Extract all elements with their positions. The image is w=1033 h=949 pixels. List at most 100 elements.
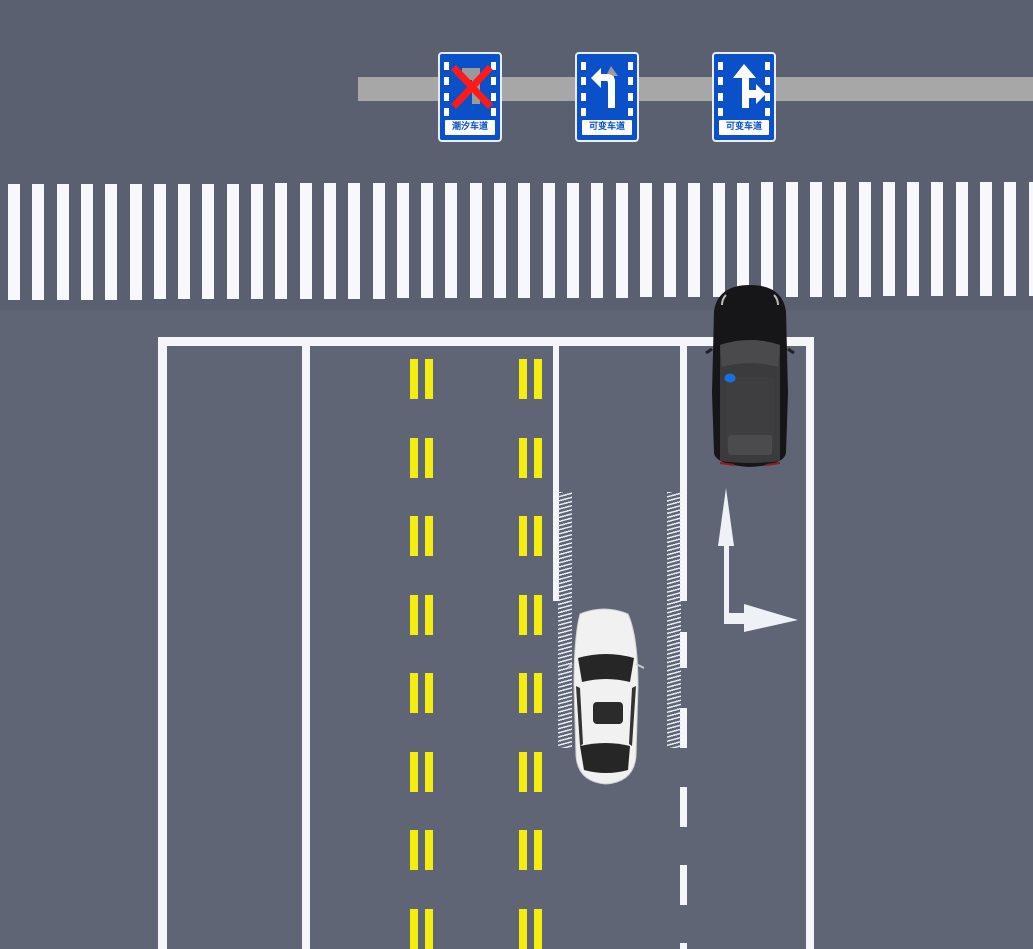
yellow-dash (410, 516, 418, 556)
crosswalk-stripe (518, 182, 531, 298)
crosswalk-stripe (688, 182, 701, 298)
yellow-dash (519, 673, 527, 713)
yellow-dash (410, 751, 418, 792)
crosswalk-stripe (299, 183, 312, 299)
yellow-dash (425, 516, 433, 556)
crosswalk-stripe (202, 183, 215, 300)
crosswalk-stripe (178, 183, 191, 300)
yellow-dash (425, 751, 433, 792)
yellow-dash (519, 594, 527, 635)
crosswalk-stripe (761, 182, 774, 297)
yellow-dash (410, 359, 418, 399)
crossed-arrow-icon (451, 65, 493, 109)
yellow-dash (425, 908, 433, 949)
crosswalk-stripe (226, 183, 239, 300)
crosswalk-stripe (955, 182, 968, 297)
crosswalk-stripe (712, 182, 725, 298)
yellow-dash (534, 437, 542, 478)
crosswalk-stripe (980, 182, 992, 296)
crosswalk-stripe (251, 183, 263, 299)
variable-lane-hatch-right (667, 492, 681, 748)
crosswalk-stripe (421, 183, 434, 299)
yellow-dash (519, 359, 527, 399)
crosswalk-stripe (664, 182, 677, 298)
lane-dash (680, 865, 687, 905)
straight-right-ground-arrow-icon (718, 488, 798, 632)
variable-lane-left-line (553, 337, 559, 601)
white-car (567, 608, 645, 785)
crosswalk-stripe (469, 183, 482, 299)
yellow-dash (425, 830, 433, 870)
lane-dash (680, 632, 687, 668)
variable-lane-sign-straight-right: 可变车道 (712, 52, 776, 142)
crosswalk-stripe (542, 182, 555, 298)
yellow-dash (519, 908, 527, 949)
crosswalk-stripe (809, 182, 822, 297)
crosswalk-stripe (615, 182, 628, 298)
yellow-dash (425, 673, 433, 713)
crosswalk-stripe (858, 182, 871, 297)
crosswalk-stripe (1028, 181, 1033, 296)
yellow-dash (534, 359, 542, 399)
crosswalk (0, 180, 1033, 300)
variable-lane-right-line (680, 337, 687, 601)
crosswalk-stripe (372, 183, 385, 299)
crosswalk-stripe (8, 184, 20, 300)
yellow-dash (534, 516, 542, 556)
yellow-dash (534, 594, 542, 635)
yellow-dash (534, 673, 542, 713)
crosswalk-stripe (348, 183, 361, 299)
black-car (705, 285, 795, 467)
lane-dash (680, 708, 687, 748)
crosswalk-stripe (907, 182, 920, 297)
yellow-dash (425, 594, 433, 635)
yellow-dash (534, 751, 542, 792)
crosswalk-stripe (834, 182, 847, 297)
yellow-dash (410, 673, 418, 713)
sign-caption: 可变车道 (719, 120, 769, 135)
road-edge-line-right (806, 337, 814, 949)
crosswalk-stripe (494, 183, 506, 298)
crosswalk-stripe (882, 182, 895, 297)
sign-caption: 可变车道 (582, 120, 632, 135)
variable-lane-hatch-left (558, 492, 572, 748)
yellow-dash (534, 908, 542, 949)
yellow-dash (519, 516, 527, 556)
yellow-dash (410, 908, 418, 949)
yellow-dash (519, 751, 527, 792)
crosswalk-stripe (1004, 181, 1017, 296)
yellow-dash (425, 437, 433, 478)
crosswalk-stripe (566, 182, 579, 298)
crosswalk-stripe (129, 183, 142, 300)
lane-dash (680, 787, 687, 827)
stop-line (158, 337, 814, 346)
variable-lane-sign-left: 可变车道 (575, 52, 639, 142)
yellow-dash (425, 359, 433, 399)
crosswalk-stripe (80, 183, 93, 300)
tidal-lane-sign: 潮汐车道 (438, 52, 502, 142)
crosswalk-stripe (639, 182, 652, 298)
crosswalk-stripe (445, 183, 458, 299)
crosswalk-stripe (56, 183, 69, 300)
crosswalk-stripe (323, 183, 336, 299)
lane-dash (680, 943, 687, 949)
crosswalk-stripe (737, 182, 749, 297)
crosswalk-stripe (105, 183, 118, 300)
crosswalk-stripe (785, 182, 798, 297)
yellow-dash (534, 830, 542, 870)
yellow-dash (519, 830, 527, 870)
yellow-dash (410, 437, 418, 478)
yellow-dash (410, 830, 418, 870)
yellow-dash (410, 594, 418, 635)
lane-line-1 (302, 337, 310, 949)
crosswalk-stripe (396, 183, 409, 299)
left-turn-arrow-icon (591, 66, 618, 108)
sign-caption: 潮汐车道 (445, 120, 495, 135)
crosswalk-stripe (275, 183, 288, 299)
crosswalk-stripe (931, 182, 944, 297)
crosswalk-stripe (32, 183, 45, 300)
crosswalk-stripe (153, 183, 166, 300)
crosswalk-stripe (591, 182, 604, 298)
road-edge-line-left (158, 337, 167, 949)
